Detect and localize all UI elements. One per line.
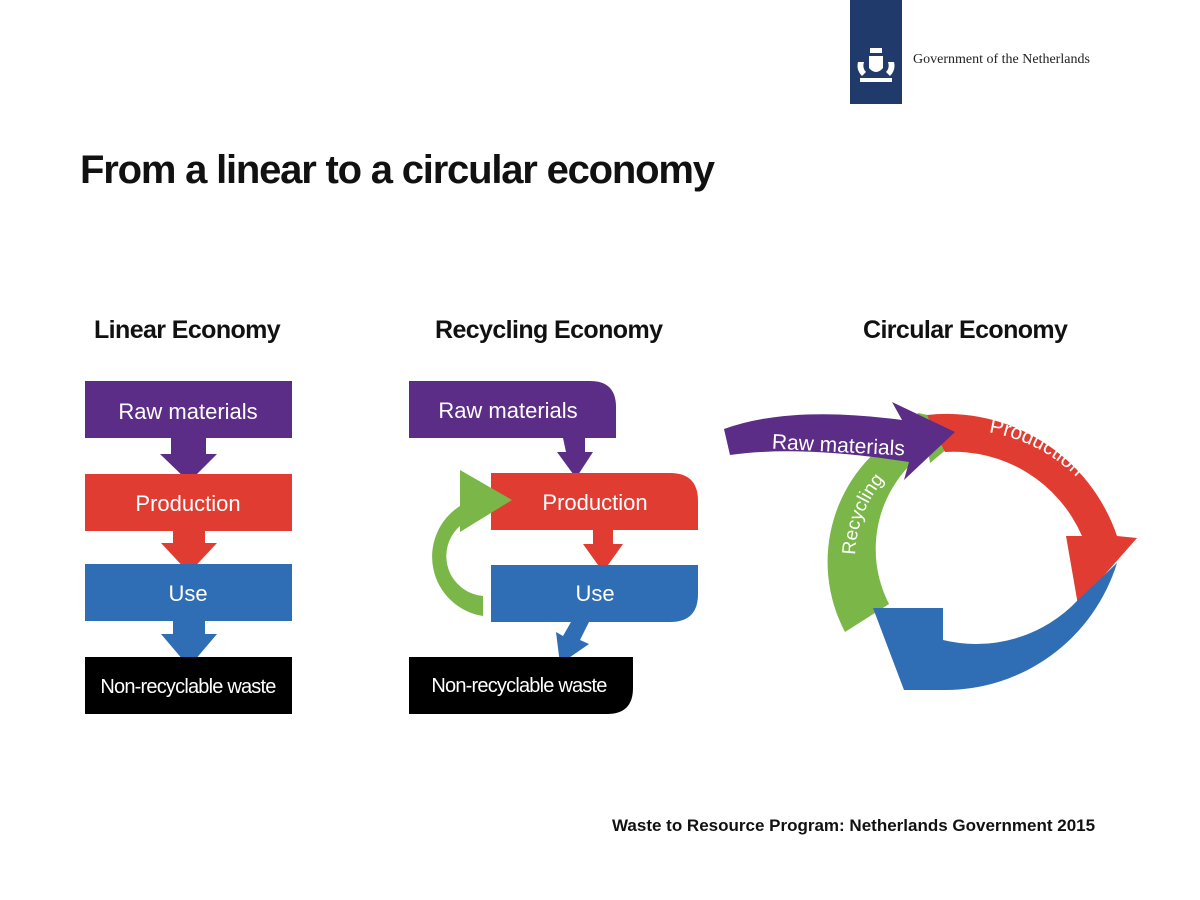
linear-raw-materials-label: Raw materials bbox=[118, 399, 257, 424]
recycling-waste-box bbox=[409, 657, 633, 714]
linear-use-label: Use bbox=[168, 581, 207, 606]
circular-use-arrow bbox=[873, 563, 1117, 691]
recycling-arrow-2 bbox=[583, 530, 623, 572]
linear-arrow-3 bbox=[161, 621, 217, 667]
linear-raw-materials-box bbox=[85, 381, 292, 438]
slide-title: From a linear to a circular economy bbox=[80, 148, 715, 192]
recycling-economy-diagram: Raw materials Production Use Non-recycla… bbox=[394, 381, 698, 714]
source-citation: Waste to Resource Program: Netherlands G… bbox=[612, 816, 1096, 835]
recycling-production-label: Production bbox=[542, 490, 647, 515]
linear-waste-label: Non-recyclable waste bbox=[100, 676, 276, 698]
recycling-loop-arrow bbox=[432, 470, 512, 616]
recycling-arrow-3 bbox=[556, 622, 589, 664]
linear-arrow-1 bbox=[160, 438, 217, 482]
linear-economy-heading: Linear Economy bbox=[94, 316, 281, 344]
linear-production-label: Production bbox=[135, 491, 240, 516]
circular-production-arrow bbox=[927, 413, 1137, 605]
linear-economy-diagram: Raw materials Production Use Non-recycla… bbox=[85, 381, 292, 714]
organization-name: Government of the Netherlands bbox=[913, 52, 1090, 67]
linear-production-box bbox=[85, 474, 292, 531]
recycling-waste-label: Non-recyclable waste bbox=[431, 675, 607, 697]
recycling-use-box bbox=[491, 565, 698, 622]
circular-raw-materials-arrow bbox=[724, 402, 955, 480]
recycling-economy-heading: Recycling Economy bbox=[435, 316, 663, 344]
coat-of-arms-icon bbox=[857, 48, 895, 82]
recycling-raw-materials-box bbox=[409, 381, 616, 438]
linear-use-box bbox=[85, 564, 292, 621]
circular-economy-diagram: Recycling Production Use Raw materials bbox=[724, 402, 1137, 712]
recycling-production-box bbox=[491, 473, 698, 530]
logo-bar bbox=[850, 0, 902, 104]
linear-waste-box bbox=[85, 657, 292, 714]
recycling-raw-materials-label: Raw materials bbox=[438, 398, 577, 423]
circular-use-label: Use bbox=[1021, 676, 1065, 712]
linear-arrow-2 bbox=[161, 531, 217, 573]
circular-economy-heading: Circular Economy bbox=[863, 316, 1068, 344]
circular-recycling-arrow bbox=[827, 413, 976, 632]
recycling-use-label: Use bbox=[575, 581, 614, 606]
recycling-arrow-1 bbox=[557, 438, 593, 478]
